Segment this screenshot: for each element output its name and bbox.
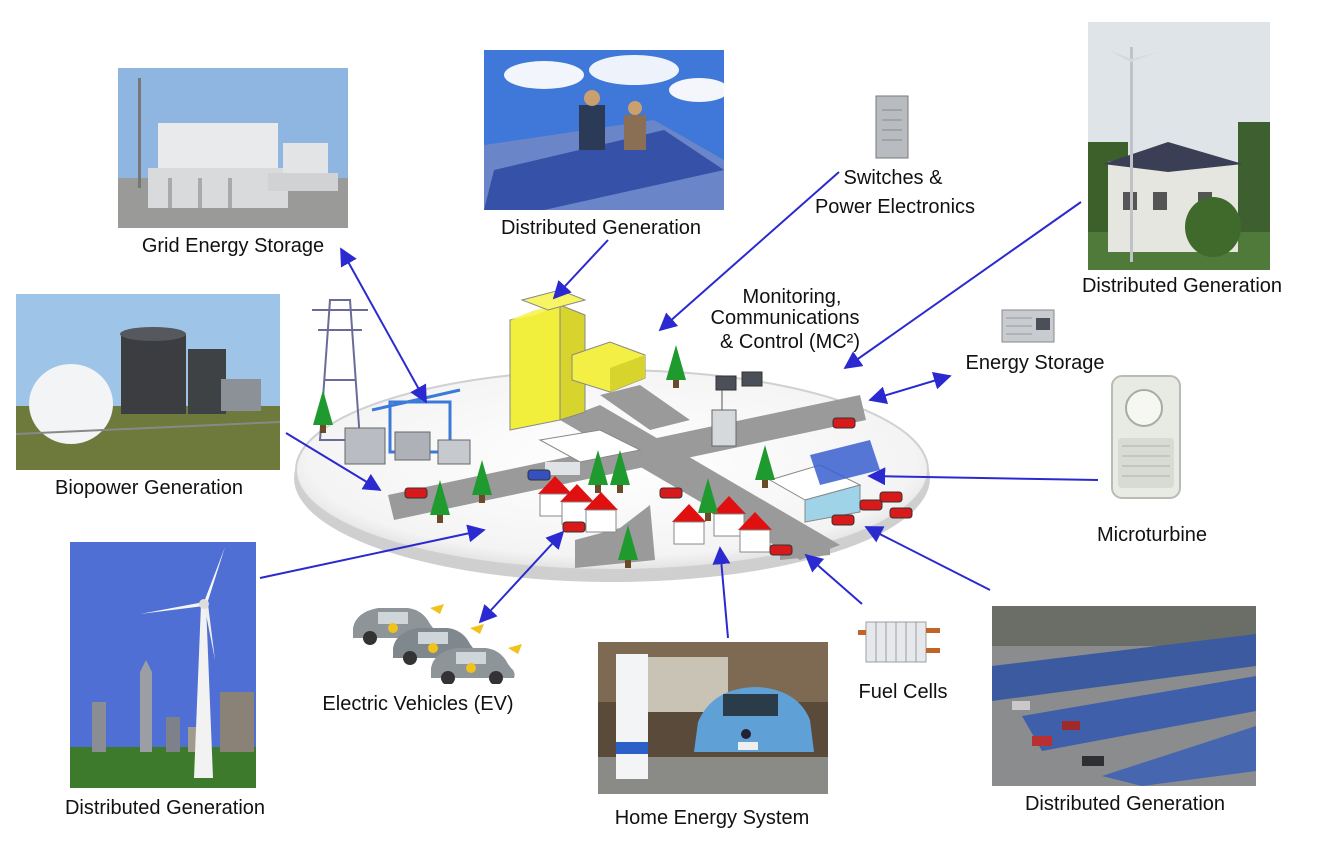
arrow-microturbine (867, 467, 1099, 486)
switch-cabinet-icon (875, 95, 909, 159)
house-wind-solar-photo (1088, 22, 1270, 270)
wind-turbine-city-photo (70, 542, 256, 788)
arrow-dg-carport (864, 526, 991, 591)
label-switches-line2: Power Electronics (814, 196, 976, 218)
label-fuel-cells: Fuel Cells (858, 681, 948, 703)
solar-roof-installers-photo (484, 50, 724, 210)
cars (404, 417, 913, 556)
arrow-switches (658, 171, 840, 332)
arrow-fuel-cells (804, 553, 863, 605)
label-home-energy: Home Energy System (614, 807, 810, 829)
monitoring-station (711, 371, 763, 447)
office-building (509, 289, 646, 431)
label-grid-energy-storage: Grid Energy Storage (141, 235, 325, 257)
arrow-energy-storage (868, 372, 952, 404)
trees (313, 345, 775, 568)
label-mc2-line1: Monitoring, (742, 286, 842, 308)
arrow-ev (478, 530, 565, 624)
houses (538, 476, 772, 553)
energy-storage-icon (1001, 309, 1055, 343)
biopower-plant-photo (16, 294, 280, 470)
label-microturbine: Microturbine (1096, 524, 1208, 546)
label-dg-carport: Distributed Generation (1024, 793, 1226, 815)
label-dg-wind-city: Distributed Generation (64, 797, 266, 819)
arrow-biopower (285, 432, 382, 491)
arrow-dg-solar-roof (552, 239, 609, 300)
arrow-grid-storage (340, 247, 427, 404)
arrow-home-energy (712, 546, 731, 639)
solar-carport-photo (992, 606, 1256, 786)
fuel-cell-illustration (854, 610, 946, 672)
label-switches-line1: Switches & (843, 167, 943, 189)
label-biopower: Biopower Generation (55, 477, 243, 499)
label-dg-solar-roof: Distributed Generation (500, 217, 702, 239)
label-mc2-line2: Communications (710, 307, 860, 329)
label-energy-storage: Energy Storage (965, 352, 1105, 374)
connection-arrows (259, 171, 1099, 639)
commercial-buildings (538, 429, 880, 523)
arrow-dg-wind-city (259, 524, 486, 579)
label-dg-house-wind: Distributed Generation (1081, 275, 1283, 297)
grid-energy-storage-photo (118, 68, 348, 228)
label-ev: Electric Vehicles (EV) (322, 693, 514, 715)
label-mc2-line3: & Control (MC²) (719, 331, 860, 353)
ev-cars-illustration (348, 594, 528, 684)
home-energy-system-photo (598, 642, 828, 794)
substation (344, 388, 471, 465)
microturbine-photo (1106, 368, 1186, 504)
arrow-dg-house-wind (843, 201, 1082, 370)
